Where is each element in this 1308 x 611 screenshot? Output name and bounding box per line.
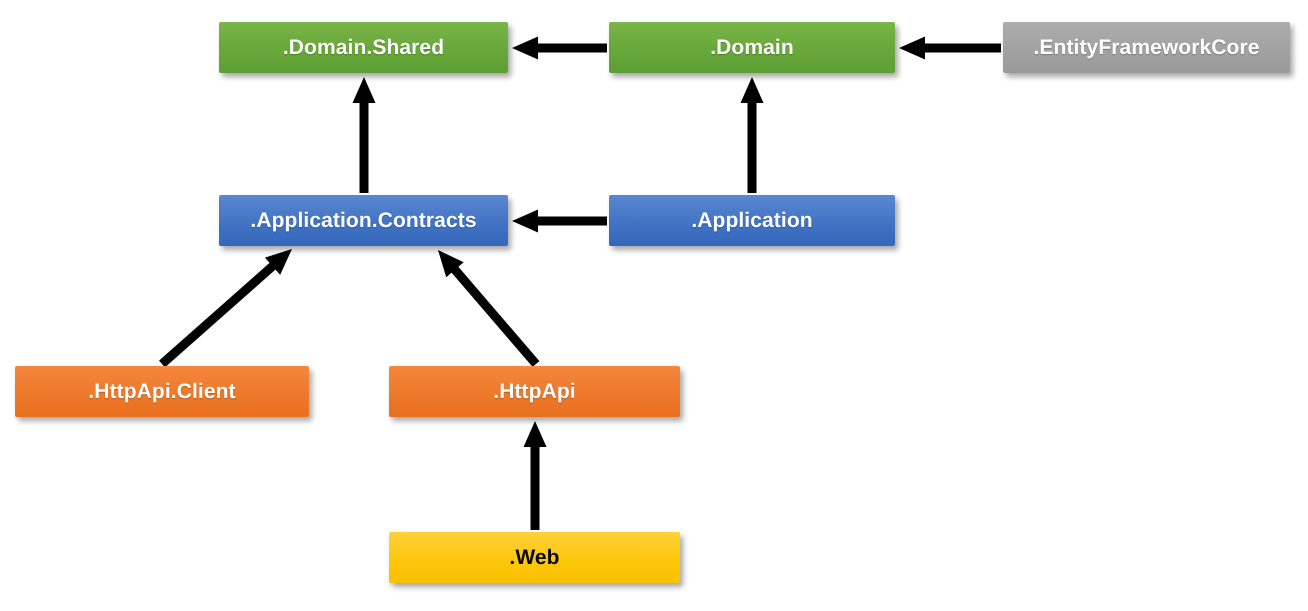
node-application[interactable]: .Application [609, 195, 895, 246]
node-httpapi[interactable]: .HttpApi [389, 366, 680, 417]
node-domain[interactable]: .Domain [609, 22, 895, 73]
node-web[interactable]: .Web [389, 532, 680, 583]
arrow-application-to-domain: .Application depends on .Domain [740, 77, 764, 193]
arrow-web-to-httpapi: .Web depends on .HttpApi [523, 421, 547, 530]
arrow-domain-to-domain-shared: .Domain depends on .Domain.Shared [512, 36, 607, 60]
node-domain-shared[interactable]: .Domain.Shared [219, 22, 508, 73]
node-label: .HttpApi [493, 379, 576, 403]
arrow-httpapi-client-to-application-contracts: .HttpApi.Client depends on .Application.… [159, 249, 292, 368]
node-label: .EntityFrameworkCore [1033, 35, 1260, 59]
node-label: .Application [691, 208, 813, 232]
arrow-application-to-application-contracts: .Application depends on .Application.Con… [512, 209, 607, 233]
node-application-contracts[interactable]: .Application.Contracts [219, 195, 508, 246]
node-entity-framework-core[interactable]: .EntityFrameworkCore [1003, 22, 1290, 73]
arrow-efcore-to-domain: .EntityFrameworkCore depends on .Domain [899, 36, 1001, 60]
node-label: .Web [509, 545, 560, 569]
node-label: .Domain.Shared [282, 35, 445, 59]
arrow-application-contracts-to-domain-shared: .Application.Contracts depends on .Domai… [352, 77, 376, 193]
arrow-httpapi-to-application-contracts: .HttpApi depends on .Application.Contrac… [438, 250, 540, 367]
node-label: .Domain [710, 35, 794, 59]
node-label: .HttpApi.Client [88, 379, 236, 403]
node-httpapi-client[interactable]: .HttpApi.Client [15, 366, 309, 417]
node-label: .Application.Contracts [250, 208, 477, 232]
